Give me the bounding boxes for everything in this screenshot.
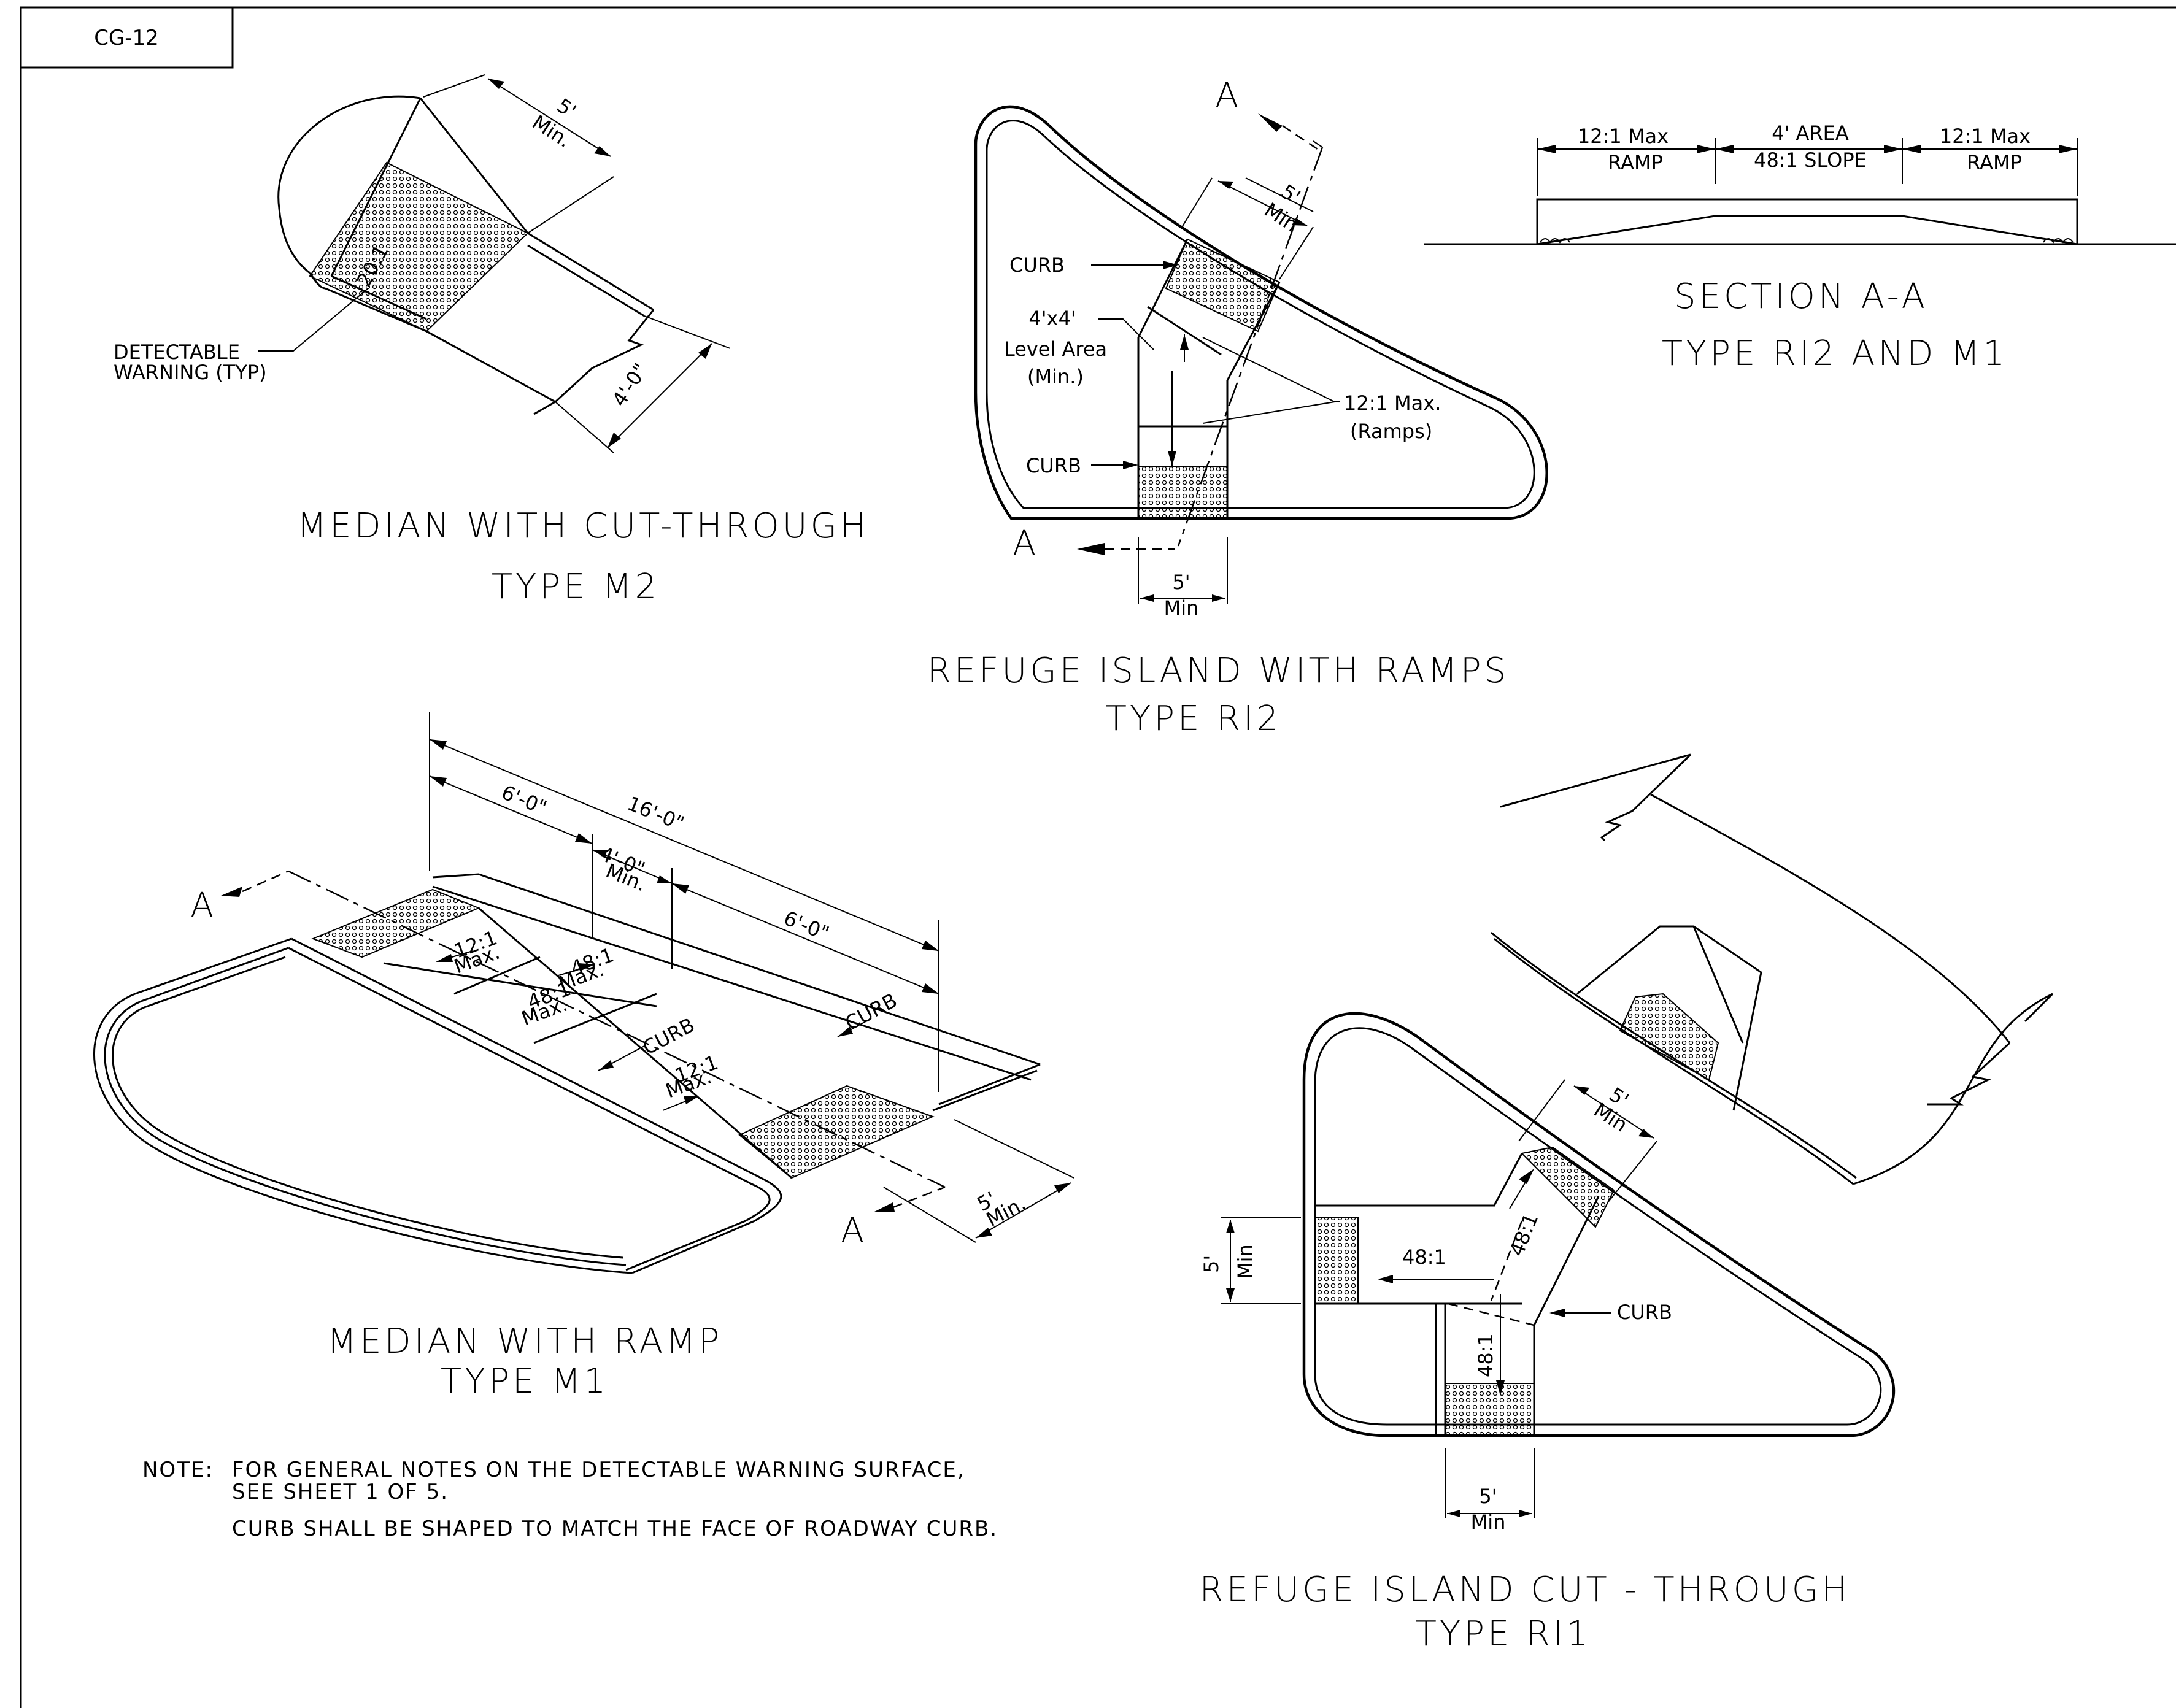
ri2-level-area-2: Level Area	[1004, 337, 1107, 361]
ri1-slope-diagonal: 48:1	[1505, 1210, 1543, 1260]
ri1-warning-bottom	[1445, 1383, 1535, 1436]
ri1-dim-5-left: 5'	[1200, 1255, 1223, 1273]
m1-type: TYPE M1	[441, 1361, 609, 1401]
ri2-curb-top: CURB	[1009, 253, 1065, 277]
ri2-dim-min-top: Min	[1260, 198, 1302, 237]
m2-title: MEDIAN WITH CUT-THROUGH	[297, 506, 869, 546]
detectable-warning-surface	[309, 161, 529, 333]
m2-detectable-label-1: DETECTABLE	[114, 340, 240, 364]
ri1-dim-min-bottom: Min	[1471, 1510, 1506, 1534]
note-line-1: FOR GENERAL NOTES ON THE DETECTABLE WARN…	[232, 1458, 965, 1482]
ri2-type: TYPE RI2	[1106, 699, 1281, 739]
ri1-warning-diag	[1520, 1146, 1615, 1228]
refuge-island-ramps-view	[974, 105, 1548, 604]
ri1-curb: CURB	[1617, 1301, 1672, 1324]
note-label: NOTE:	[142, 1458, 214, 1482]
ri1-type: TYPE RI1	[1416, 1614, 1591, 1654]
ri2-dim-5-bottom: 5'	[1172, 571, 1190, 594]
ri2-level-area-3: (Min.)	[1027, 365, 1084, 388]
m1-warning-right	[738, 1085, 935, 1179]
ri2-ramp-slope-1: 12:1 Max.	[1344, 391, 1441, 415]
sec-center-area-1: 4' AREA	[1772, 121, 1849, 145]
ri1-dim-5-bottom: 5'	[1479, 1485, 1497, 1508]
ri2-section-mark-bottom: A	[1013, 524, 1039, 564]
sec-right-ramp-1: 12:1 Max	[1940, 125, 2031, 148]
note-line-2: SEE SHEET 1 OF 5.	[232, 1480, 449, 1504]
ri1-dim-min-left: Min	[1233, 1244, 1257, 1279]
section-aa-view	[1424, 138, 2176, 245]
sec-left-ramp-2: RAMP	[1608, 151, 1663, 174]
ri2-title: REFUGE ISLAND WITH RAMPS	[927, 651, 1509, 691]
ri1-warning-left	[1314, 1217, 1359, 1304]
m2-dim-5: 5'	[553, 94, 581, 123]
median-cut-through-view	[277, 74, 731, 453]
sec-left-ramp-1: 12:1 Max	[1578, 125, 1669, 148]
median-with-ramp-view	[93, 712, 1074, 1274]
refuge-island-cut-through-view	[1221, 753, 2054, 1518]
m2-leader	[258, 288, 369, 352]
ri2-level-area-1: 4'x4'	[1028, 307, 1076, 330]
m1-section-mark-left: A	[190, 886, 217, 926]
sheet-id: CG-12	[94, 26, 159, 50]
m1-title: MEDIAN WITH RAMP	[327, 1321, 722, 1361]
sec-title: SECTION A-A	[1674, 277, 1928, 317]
ri1-warning-upper	[1619, 993, 1719, 1081]
sheet-id-box	[20, 6, 234, 69]
sheet-border	[20, 6, 2176, 1708]
m2-detectable-label-2: WARNING (TYP)	[114, 361, 267, 384]
ri2-ramp-slope-2: (Ramps)	[1350, 420, 1432, 443]
ri1-slope-horizontal: 48:1	[1402, 1245, 1446, 1269]
m1-section-mark-right: A	[841, 1211, 867, 1251]
ri2-section-mark-top: A	[1215, 76, 1241, 116]
sec-subtitle: TYPE RI2 AND M1	[1662, 334, 2008, 374]
m1-curb-1: CURB	[639, 1013, 698, 1060]
ri2-curb-bottom: CURB	[1026, 454, 1081, 477]
ri2-warning-top	[1165, 238, 1281, 333]
ri2-dim-min-bottom: Min	[1164, 596, 1199, 620]
m1-dim-16: 16'-0"	[624, 791, 687, 835]
ri2-warning-bottom	[1138, 466, 1228, 519]
sec-right-ramp-2: RAMP	[1967, 151, 2022, 174]
ri1-title: REFUGE ISLAND CUT - THROUGH	[1200, 1570, 1851, 1610]
m2-type: TYPE M2	[492, 567, 660, 607]
ri1-slope-vertical: 48:1	[1474, 1333, 1497, 1377]
m2-width: 4'-0"	[608, 359, 652, 410]
sec-center-area-2: 48:1 SLOPE	[1754, 148, 1867, 172]
note-line-3: CURB SHALL BE SHAPED TO MATCH THE FACE O…	[232, 1517, 998, 1541]
